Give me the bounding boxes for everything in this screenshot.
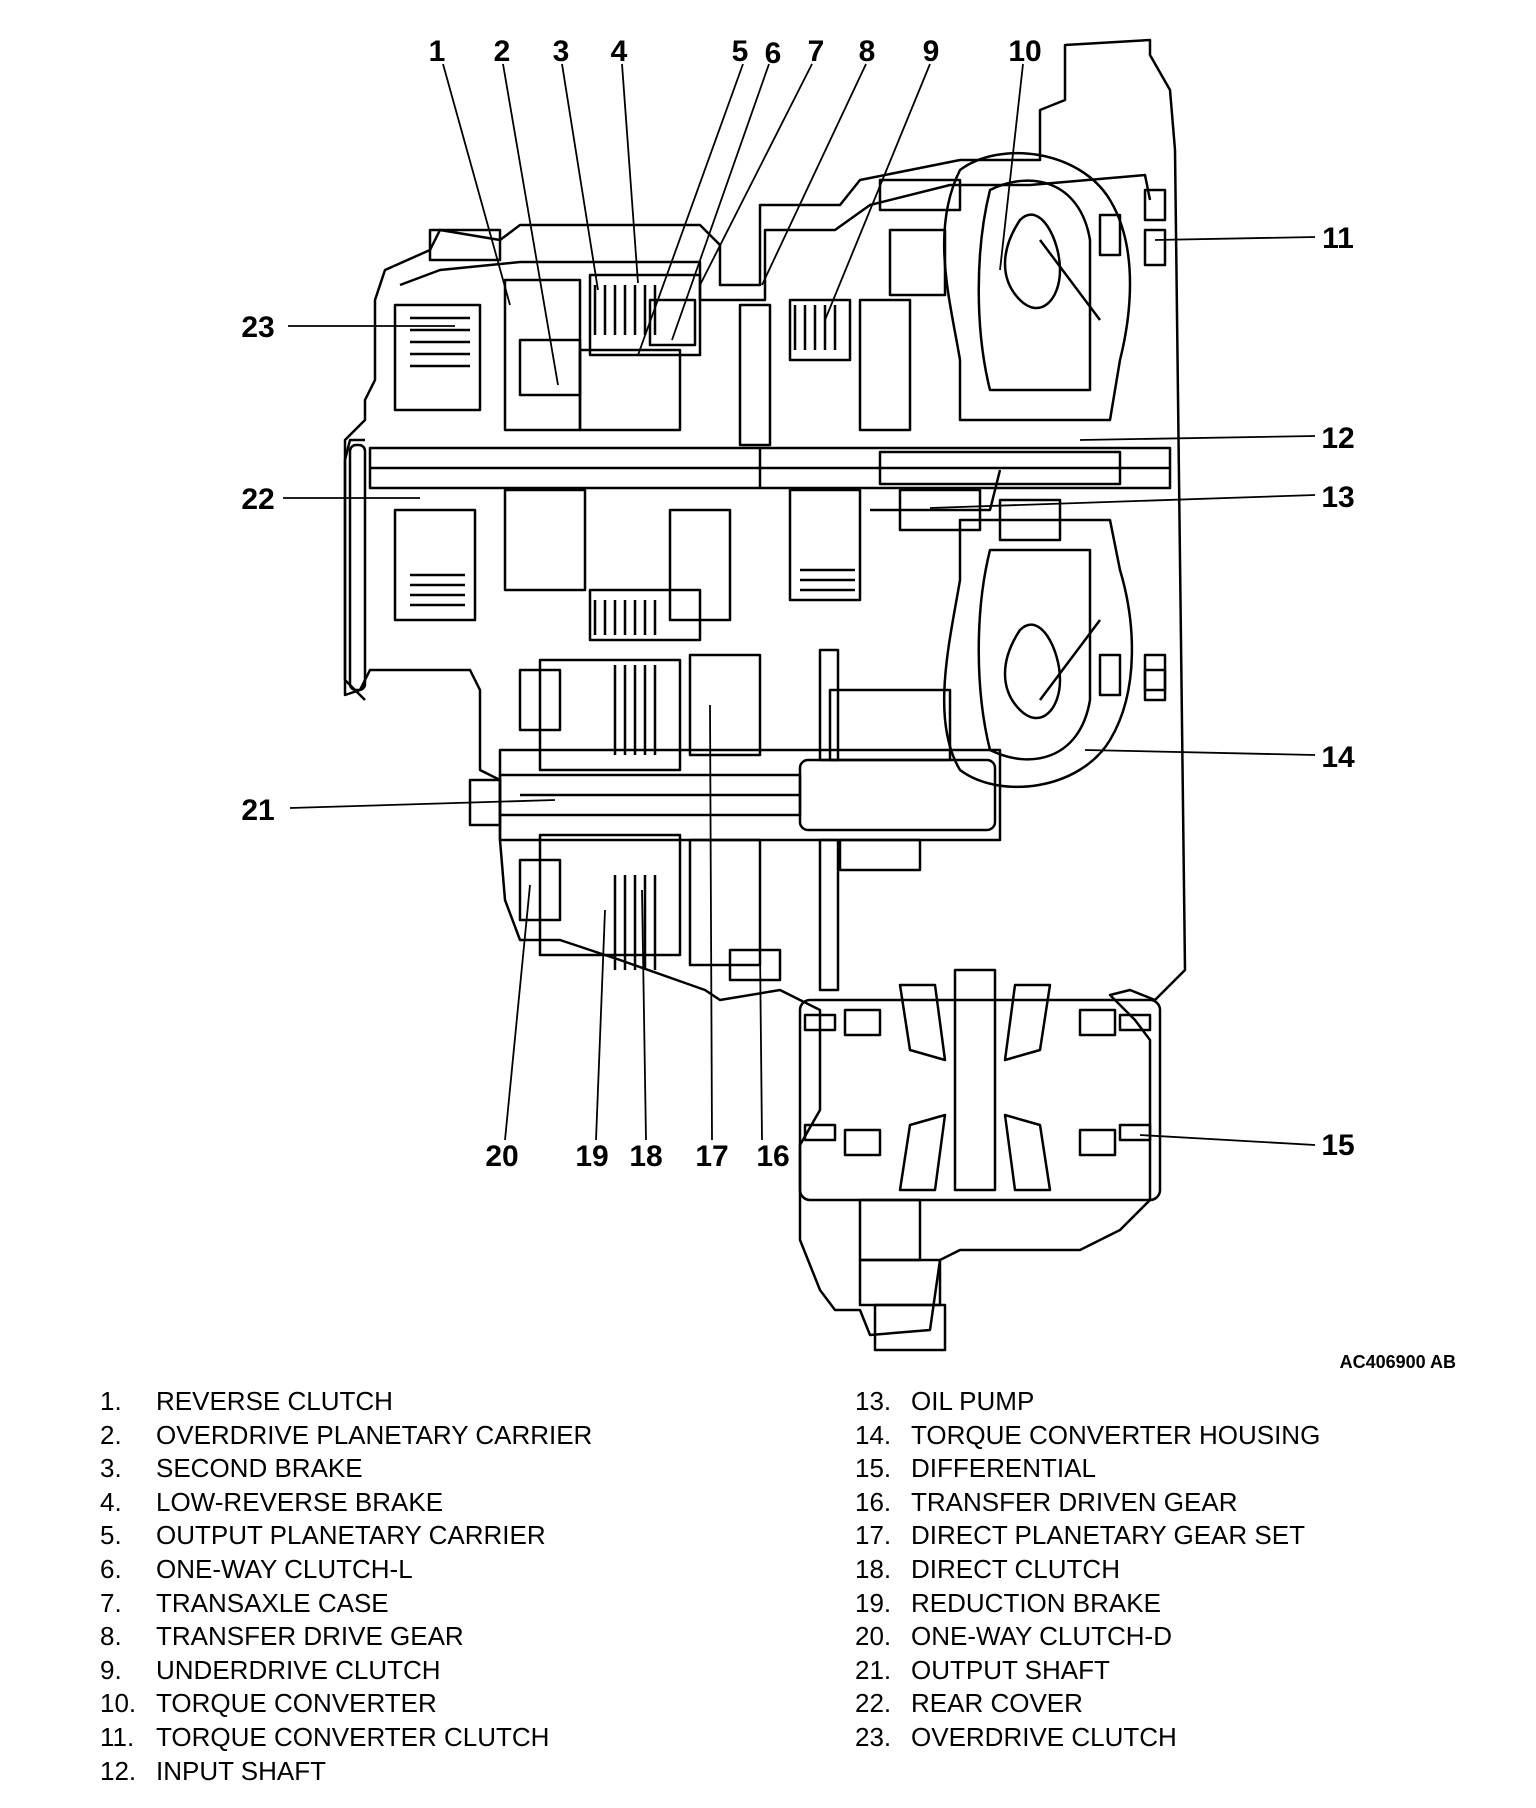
callout-10: 10 (1008, 35, 1041, 68)
callout-9: 9 (923, 35, 940, 68)
legend-label: OUTPUT SHAFT (911, 1654, 1110, 1685)
legend-number: 7. (100, 1587, 122, 1618)
legend-item: 5. OUTPUT PLANETARY CARRIER (100, 1519, 592, 1553)
legend-item: 1. REVERSE CLUTCH (100, 1385, 592, 1419)
legend-label: OVERDRIVE CLUTCH (911, 1721, 1177, 1752)
differential-housing (798, 998, 1162, 1202)
legend-item: 8. TRANSFER DRIVE GEAR (100, 1620, 592, 1654)
legend-label: OUTPUT PLANETARY CARRIER (156, 1520, 546, 1551)
legend-item: 14. TORQUE CONVERTER HOUSING (855, 1419, 1320, 1453)
legend-number: 12. (100, 1755, 137, 1786)
legend-number: 21. (855, 1654, 892, 1685)
legend-number: 18. (855, 1553, 892, 1584)
legend-item: 9. UNDERDRIVE CLUTCH (100, 1654, 592, 1688)
transaxle-cutaway-diagram: 1 2 3 4 5 6 7 8 9 10 11 12 13 14 15 16 1… (241, 35, 1456, 1372)
legend-label: SECOND BRAKE (156, 1453, 363, 1484)
legend-label: TORQUE CONVERTER HOUSING (911, 1419, 1321, 1450)
callout-23: 23 (241, 311, 274, 344)
callout-7: 7 (808, 35, 825, 68)
legend-label: ONE-WAY CLUTCH-L (156, 1553, 413, 1584)
callout-6: 6 (765, 37, 782, 70)
legend-label: TORQUE CONVERTER (156, 1688, 437, 1719)
legend-item: 7. TRANSAXLE CASE (100, 1587, 592, 1621)
legend-item: 20. ONE-WAY CLUTCH-D (855, 1620, 1320, 1654)
legend-item: 3. SECOND BRAKE (100, 1452, 592, 1486)
legend-item: 17. DIRECT PLANETARY GEAR SET (855, 1519, 1320, 1553)
legend-label: REAR COVER (911, 1688, 1083, 1719)
legend-label: OVERDRIVE PLANETARY CARRIER (156, 1419, 593, 1450)
legend-left-column: 1. REVERSE CLUTCH 2. OVERDRIVE PLANETARY C… (100, 1385, 592, 1788)
legend-label: LOW-REVERSE BRAKE (156, 1486, 444, 1517)
legend-item: 18. DIRECT CLUTCH (855, 1553, 1320, 1587)
legend-number: 10. (100, 1688, 137, 1719)
rear-cover-outline (343, 438, 366, 701)
legend-number: 2. (100, 1419, 122, 1450)
callout-19: 19 (575, 1140, 608, 1173)
legend-item: 22. REAR COVER (855, 1687, 1320, 1721)
legend-number: 6. (100, 1553, 122, 1584)
legend-label: DIRECT CLUTCH (911, 1553, 1120, 1584)
callout-5: 5 (732, 35, 749, 68)
legend-label: INPUT SHAFT (156, 1755, 326, 1786)
callout-3: 3 (553, 35, 570, 68)
legend-item: 23. OVERDRIVE CLUTCH (855, 1721, 1320, 1755)
legend-label: TRANSAXLE CASE (156, 1587, 389, 1618)
callout-18: 18 (629, 1140, 662, 1173)
legend-label: TORQUE CONVERTER CLUTCH (156, 1721, 550, 1752)
legend-number: 3. (100, 1453, 122, 1484)
legend-item: 11. TORQUE CONVERTER CLUTCH (100, 1721, 592, 1755)
callout-22: 22 (241, 483, 274, 516)
legend-label: REDUCTION BRAKE (911, 1587, 1161, 1618)
legend-label: OIL PUMP (911, 1386, 1035, 1416)
legend-item: 19. REDUCTION BRAKE (855, 1587, 1320, 1621)
legend-label: DIFFERENTIAL (911, 1453, 1096, 1484)
legend-number: 23. (855, 1721, 892, 1752)
legend-number: 22. (855, 1688, 892, 1719)
legend-label: REVERSE CLUTCH (156, 1386, 393, 1416)
torque-converter-outline (942, 151, 1132, 422)
callout-11: 11 (1322, 222, 1354, 255)
legend-item: 21. OUTPUT SHAFT (855, 1654, 1320, 1688)
callout-21: 21 (241, 794, 274, 827)
legend-label: TRANSFER DRIVE GEAR (156, 1621, 464, 1652)
legend-number: 15. (855, 1453, 892, 1484)
callout-2: 2 (494, 35, 511, 68)
callout-8: 8 (859, 35, 876, 68)
callout-16: 16 (756, 1140, 789, 1173)
callout-20: 20 (485, 1140, 518, 1173)
legend-label: TRANSFER DRIVEN GEAR (911, 1486, 1238, 1517)
legend-item: 10. TORQUE CONVERTER (100, 1687, 592, 1721)
callout-15: 15 (1321, 1129, 1354, 1162)
legend-label: UNDERDRIVE CLUTCH (156, 1654, 441, 1685)
legend-number: 16. (855, 1486, 892, 1517)
legend-item: 15. DIFFERENTIAL (855, 1452, 1320, 1486)
legend-number: 5. (100, 1520, 122, 1551)
legend-item: 13. OIL PUMP (855, 1385, 1320, 1419)
callout-12: 12 (1321, 422, 1354, 455)
callout-14: 14 (1321, 741, 1355, 774)
legend-item: 12. INPUT SHAFT (100, 1755, 592, 1789)
callout-4: 4 (611, 35, 628, 68)
legend-number: 11. (100, 1721, 135, 1752)
legend-number: 17. (855, 1520, 892, 1551)
legend-right-column: 13.OIL PUMP 14.TORQUE CONVERTER HOUSING … (855, 1385, 1320, 1755)
legend-item: 4. LOW-REVERSE BRAKE (100, 1486, 592, 1520)
legend-label: DIRECT PLANETARY GEAR SET (911, 1520, 1305, 1551)
legend-number: 9. (100, 1654, 122, 1685)
legend-label: ONE-WAY CLUTCH-D (911, 1621, 1172, 1652)
legend-number: 8. (100, 1621, 122, 1652)
legend-item: 2. OVERDRIVE PLANETARY CARRIER (100, 1419, 592, 1453)
legend-number: 1. (100, 1386, 122, 1416)
callout-1: 1 (429, 35, 446, 68)
legend-number: 4. (100, 1486, 122, 1517)
legend-item: 6. ONE-WAY CLUTCH-L (100, 1553, 592, 1587)
legend-number: 20. (855, 1621, 892, 1652)
legend-number: 19. (855, 1587, 892, 1618)
legend-number: 14. (855, 1419, 892, 1450)
legend-item: 16. TRANSFER DRIVEN GEAR (855, 1486, 1320, 1520)
callout-13: 13 (1321, 481, 1354, 514)
legend-number: 13. (855, 1386, 892, 1416)
callout-17: 17 (695, 1140, 728, 1173)
figure-code: AC406900 AB (1340, 1352, 1456, 1372)
